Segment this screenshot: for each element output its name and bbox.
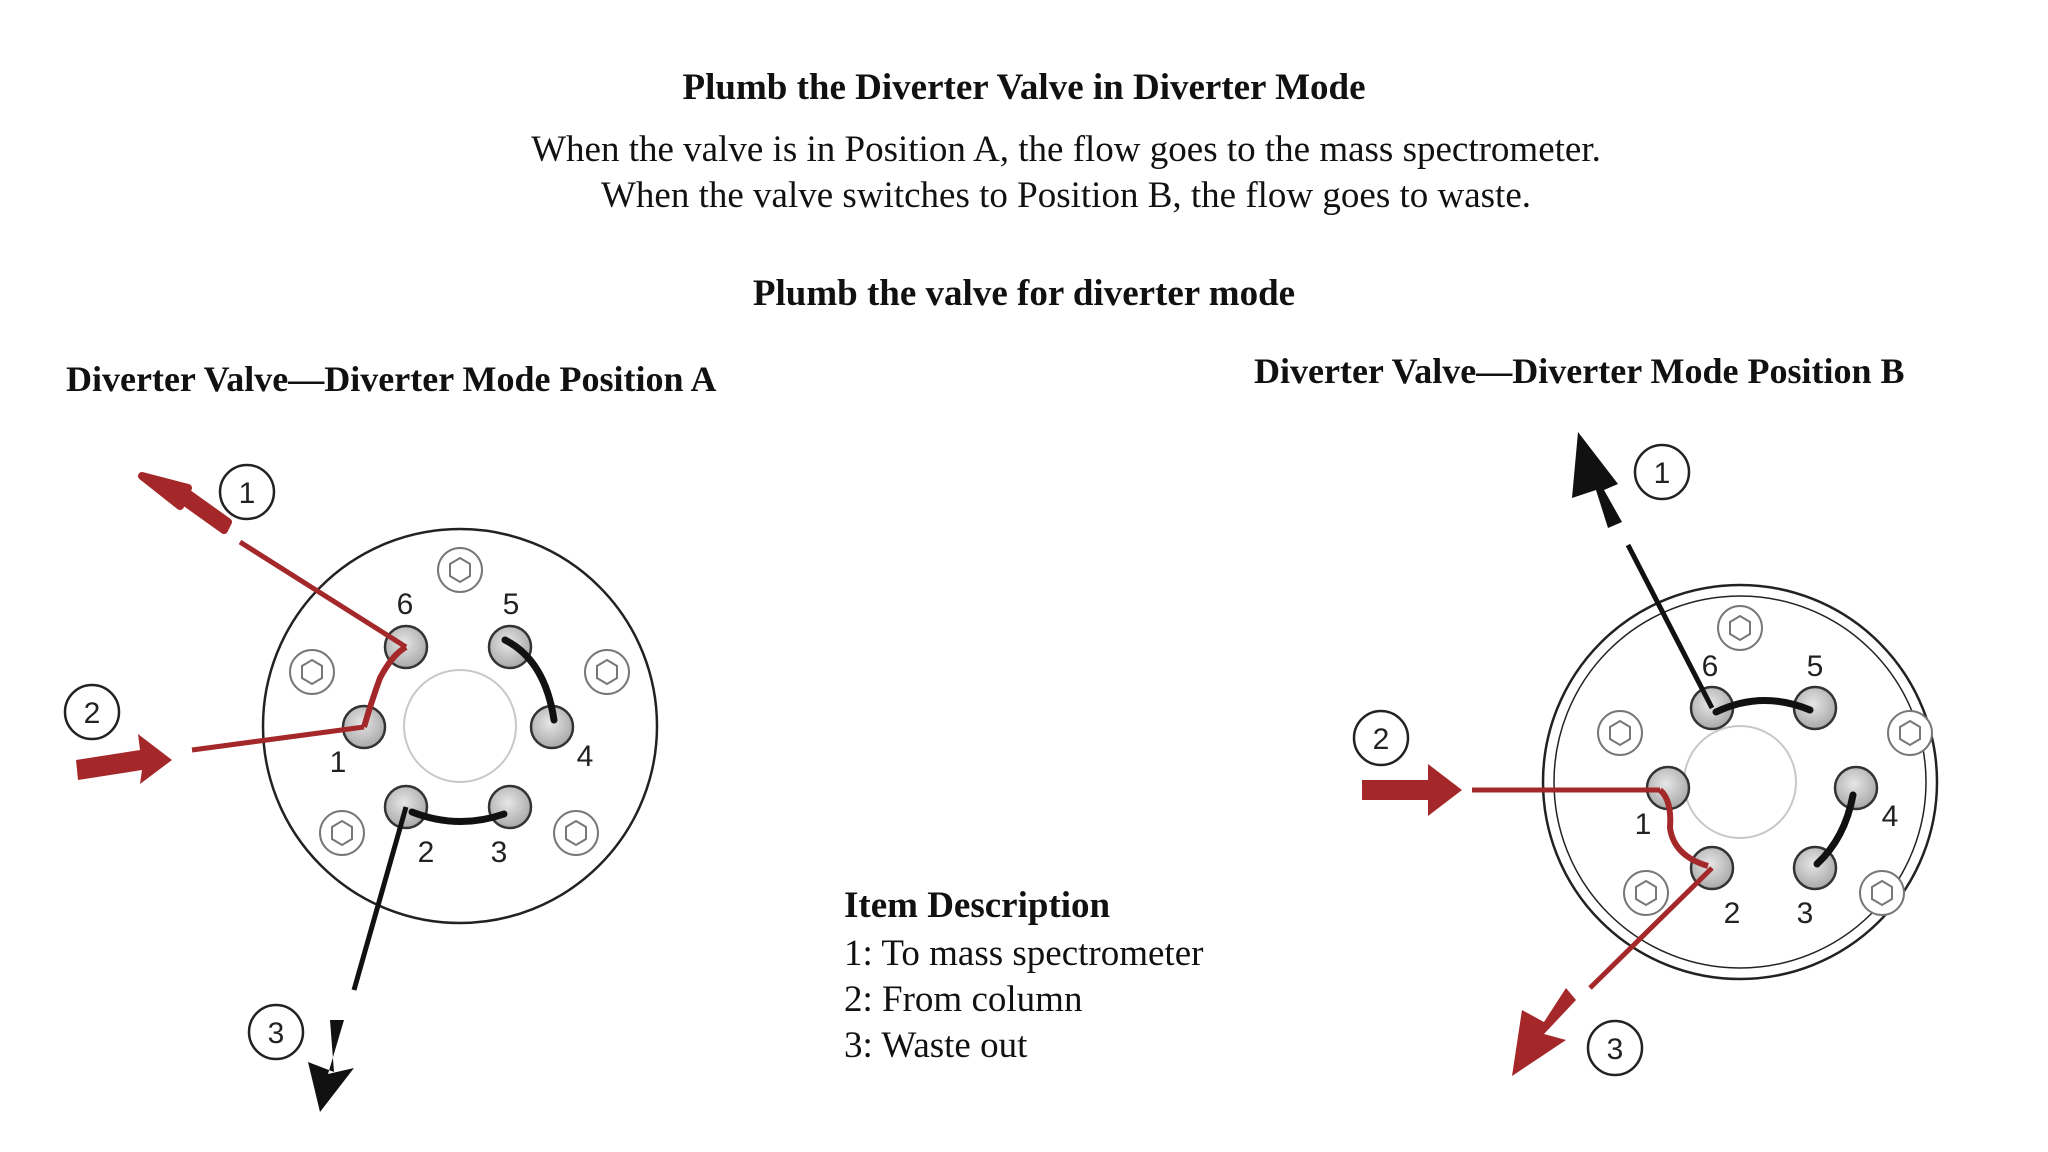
valve-a-ms-arrow xyxy=(138,472,232,534)
valve-b-port-label-1: 1 xyxy=(1635,808,1652,841)
diagram-a-title: Diverter Valve—Diverter Mode Position A xyxy=(66,359,717,399)
valve-a-flow-internal xyxy=(361,644,408,728)
section-heading: Plumb the valve for diverter mode xyxy=(752,273,1296,314)
valve-b-screws xyxy=(1597,605,1933,916)
valve-b-rim xyxy=(1553,595,1927,969)
valve-b-port-label-3: 3 xyxy=(1797,897,1814,930)
valve-b-link-4-3 xyxy=(1813,791,1857,868)
valve-b-flow-out xyxy=(1588,866,1714,990)
valve-b-ports xyxy=(1645,685,1879,891)
svg-text:2: 2 xyxy=(1373,723,1390,756)
valve-a-port-label-3: 3 xyxy=(491,836,508,869)
description-line-2: When the valve switches to Position B, t… xyxy=(601,175,1531,216)
valve-a-port-label-2: 2 xyxy=(418,836,435,869)
valve-b-flow-internal xyxy=(1657,787,1709,869)
valve-a-callout-2: 2 xyxy=(63,683,121,741)
valve-b-ms-arrow xyxy=(1572,432,1622,528)
valve-a-port-label-4: 4 xyxy=(577,740,594,773)
legend-item-1: 1: To mass spectrometer xyxy=(844,933,1204,974)
diagram-b-title: Diverter Valve—Diverter Mode Position B xyxy=(1254,351,1905,391)
valve-b-port-4 xyxy=(1833,765,1879,811)
valve-a-port-label-1: 1 xyxy=(330,746,347,779)
svg-text:3: 3 xyxy=(1607,1033,1624,1066)
valve-a-callout-3: 3 xyxy=(247,1003,305,1061)
valve-a-inlet-arrow xyxy=(76,734,172,784)
valve-a-waste-line xyxy=(351,806,409,991)
valve-a-flow-in xyxy=(191,724,365,753)
valve-b-link-6-5 xyxy=(1712,696,1814,716)
valve-b-ms-line xyxy=(1625,543,1715,710)
legend-item-3: 3: Waste out xyxy=(844,1025,1028,1066)
valve-a-flow-out xyxy=(238,539,408,650)
svg-text:1: 1 xyxy=(239,477,256,510)
svg-text:1: 1 xyxy=(1654,457,1671,490)
page-title: Plumb the Diverter Valve in Diverter Mod… xyxy=(682,67,1366,108)
valve-a-port-3 xyxy=(487,784,533,830)
item-description-legend: Item Description 1: To mass spectrometer… xyxy=(844,884,1203,1069)
legend-item-2: 2: From column xyxy=(844,979,1083,1020)
valve-b-callout-1: 1 xyxy=(1633,443,1691,501)
valve-a-link-5-4 xyxy=(501,636,558,724)
valve-a-port-label-5: 5 xyxy=(503,588,520,621)
valve-a-port-label-6: 6 xyxy=(397,588,414,621)
valve-a: 1 2 3 4 5 6 1 2 3 xyxy=(63,463,659,1112)
valve-b: 1 2 3 4 5 6 1 2 3 xyxy=(1352,432,1939,1077)
valve-b-port-label-2: 2 xyxy=(1724,897,1741,930)
valve-a-callout-1: 1 xyxy=(218,463,276,521)
valve-a-waste-arrow xyxy=(308,1020,354,1112)
valve-b-port-label-4: 4 xyxy=(1882,800,1899,833)
valve-a-screws xyxy=(289,547,630,856)
valve-b-callout-3: 3 xyxy=(1586,1019,1644,1077)
svg-text:2: 2 xyxy=(84,697,101,730)
valve-b-port-label-6: 6 xyxy=(1702,650,1719,683)
valve-a-port-5 xyxy=(487,624,533,670)
description-line-1: When the valve is in Position A, the flo… xyxy=(531,129,1601,170)
valve-b-inlet-arrow xyxy=(1362,764,1462,816)
valve-b-center xyxy=(1683,725,1797,839)
valve-a-center xyxy=(403,669,517,783)
valve-b-port-label-5: 5 xyxy=(1807,650,1824,683)
svg-text:3: 3 xyxy=(268,1017,285,1050)
valve-a-link-2-3 xyxy=(408,808,508,825)
legend-title: Item Description xyxy=(844,885,1111,926)
valve-b-callout-2: 2 xyxy=(1352,709,1410,767)
valve-b-waste-arrow xyxy=(1512,988,1576,1076)
